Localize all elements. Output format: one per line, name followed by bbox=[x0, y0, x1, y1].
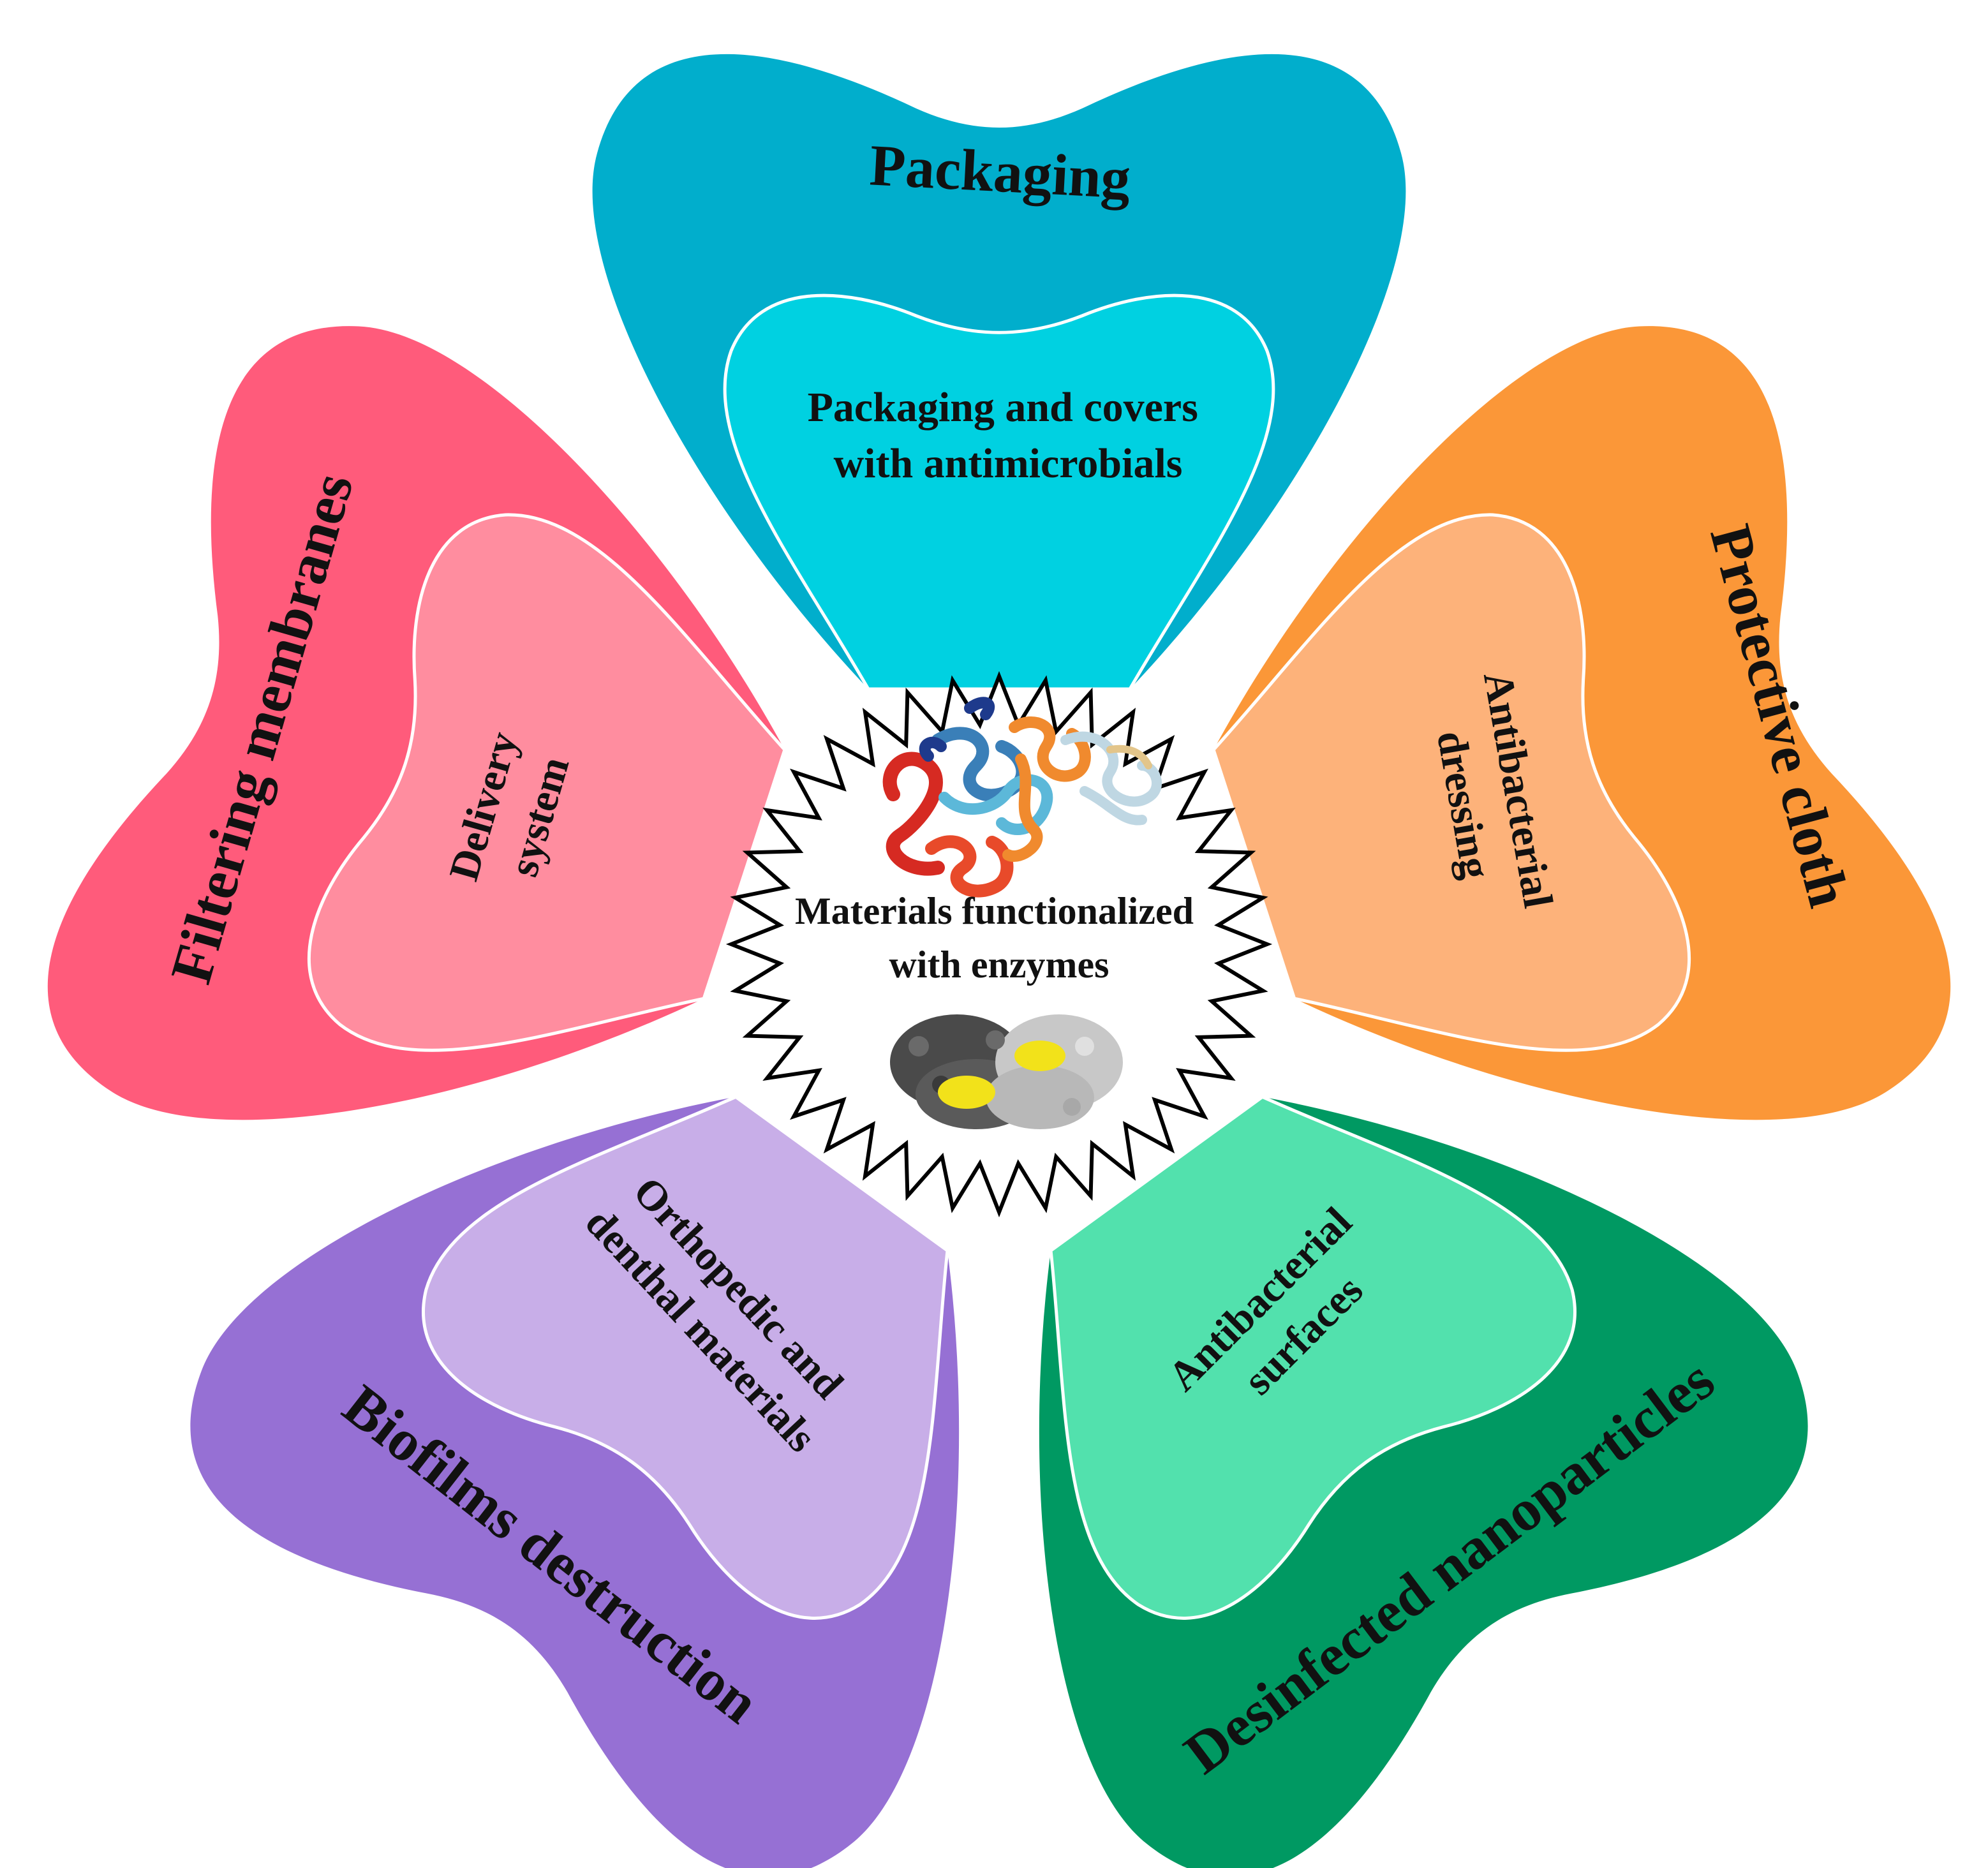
center-starburst bbox=[725, 671, 1273, 1218]
petal-filtering-membranes bbox=[47, 326, 787, 1120]
center-title: Materials functionalized with enzymes bbox=[795, 890, 1203, 986]
petal-biofilms-destruction-inner bbox=[422, 1095, 949, 1620]
protein-ribbon-structure-icon bbox=[882, 697, 1162, 898]
petal-biofilms-destruction bbox=[190, 1095, 960, 1868]
surface-lobe-light-lower bbox=[986, 1065, 1094, 1129]
center-title-line-1: Materials functionalized bbox=[795, 890, 1194, 932]
petal-packaging-inner bbox=[723, 293, 1275, 691]
petal-protective-cloth bbox=[1212, 326, 1951, 1120]
ribbon-strand-tan bbox=[1106, 745, 1152, 769]
surface-texture-dot bbox=[986, 1030, 1005, 1049]
active-site-yellow-left bbox=[938, 1076, 995, 1109]
surface-texture-dot bbox=[909, 1036, 929, 1056]
petal-packaging bbox=[592, 54, 1406, 691]
ribbon-strand-orange bbox=[1002, 716, 1091, 862]
surface-texture-dot bbox=[1075, 1037, 1094, 1056]
petal-packaging-detail-line-2: with antimicrobials bbox=[834, 440, 1183, 487]
ribbon-strand-red bbox=[882, 752, 945, 876]
ribbon-strand-navy bbox=[919, 697, 995, 762]
ribbon-strand-pale bbox=[1060, 731, 1162, 826]
petal-packaging-label: Packaging bbox=[868, 132, 1132, 211]
center-hub: Materials functionalized with enzymes bbox=[725, 671, 1273, 1218]
petal-desinfected-nanoparticles-inner bbox=[1049, 1095, 1576, 1620]
petal-packaging-detail-line-1: Packaging and covers bbox=[808, 384, 1198, 431]
center-title-line-2: with enzymes bbox=[889, 944, 1109, 986]
surface-texture-dot bbox=[1063, 1098, 1081, 1116]
petal-desinfected-nanoparticles bbox=[1039, 1095, 1808, 1868]
petal-packaging-detail: Packaging and covers with antimicrobials bbox=[808, 384, 1209, 487]
petal-protective-cloth-inner bbox=[1212, 513, 1691, 1052]
active-site-yellow-right bbox=[1014, 1041, 1065, 1071]
protein-surface-structure-icon bbox=[890, 1014, 1123, 1129]
ribbon-strand-red-helix bbox=[925, 835, 1014, 898]
petal-filtering-membranes-inner bbox=[308, 513, 787, 1052]
